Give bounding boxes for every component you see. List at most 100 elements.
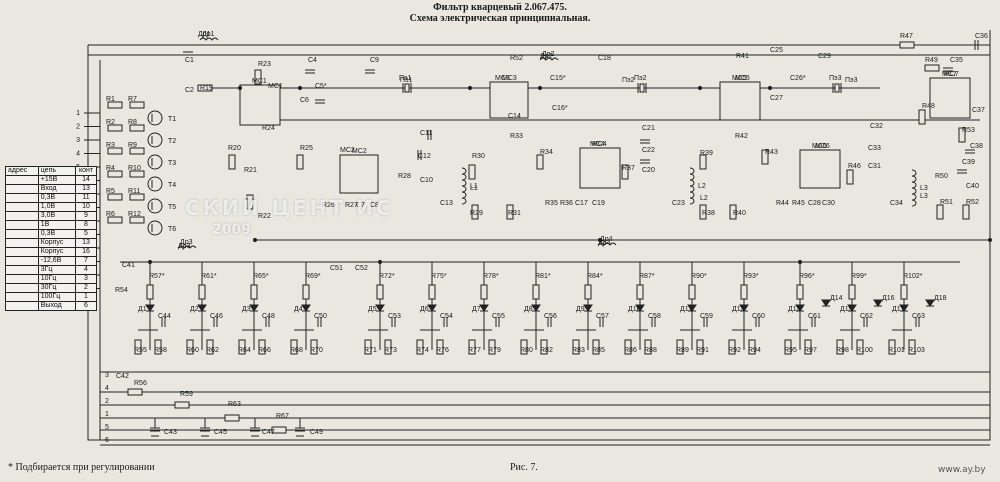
component-label: МС7 xyxy=(944,71,959,78)
resistor-label: R82 xyxy=(540,347,553,354)
resistor-label: R100 xyxy=(856,347,873,354)
resistor xyxy=(296,154,304,170)
diode-symbol xyxy=(821,299,831,307)
capacitor-label: C55 xyxy=(492,313,505,320)
connector-pin-number: 3 xyxy=(76,137,80,144)
pin-table-contact: 8 xyxy=(75,220,97,230)
pin-table-address xyxy=(5,256,39,266)
resistor xyxy=(129,216,145,224)
chip-label: МС2 xyxy=(352,148,367,155)
site-watermark: www.ay.by xyxy=(938,465,986,475)
transistor-body xyxy=(147,110,163,126)
quartz-label: Пэ3 xyxy=(829,75,842,82)
resistor-label: R57* xyxy=(149,273,165,280)
capacitor-label: C53 xyxy=(388,313,401,320)
resistor xyxy=(804,339,812,355)
component-label: C49 xyxy=(310,429,323,436)
transistor-body xyxy=(147,154,163,170)
component-label: R40 xyxy=(733,210,746,217)
pin-table-header-address: адрес xyxy=(5,166,39,176)
resistor xyxy=(584,284,592,300)
resistor xyxy=(676,339,684,355)
component-label: Др4 xyxy=(598,240,611,247)
diode-label: Д7 xyxy=(472,306,481,313)
transistor-body xyxy=(147,176,163,192)
resistor xyxy=(728,339,736,355)
resistor xyxy=(302,284,310,300)
resistor xyxy=(740,284,748,300)
pin-table-circuit: Вход xyxy=(37,184,77,194)
pin-table-contact: 5 xyxy=(75,229,97,239)
pin-table-contact: 3 xyxy=(75,274,97,284)
resistor-label: R4 xyxy=(106,165,115,172)
resistor xyxy=(644,339,652,355)
resistor xyxy=(784,339,792,355)
component-label: R33 xyxy=(510,133,523,140)
component-label: R22 xyxy=(258,213,271,220)
junction-dot xyxy=(147,259,153,265)
capacitor-label: C46 xyxy=(210,313,223,320)
transistor-body xyxy=(147,132,163,148)
component-label: R52 xyxy=(966,199,979,206)
resistor-label: R77 xyxy=(468,347,481,354)
resistor-label: R69* xyxy=(305,273,321,280)
component-label: C42 xyxy=(116,373,129,380)
resistor xyxy=(592,339,600,355)
resistor xyxy=(918,109,926,125)
resistor-label: R92 xyxy=(728,347,741,354)
pin-table-circuit: 1,0В xyxy=(37,202,77,212)
diode-symbol xyxy=(687,304,697,312)
component-label: С1 xyxy=(185,57,194,64)
pin-table-circuit: 100Гц xyxy=(37,292,77,302)
component-label: МС5 xyxy=(735,75,750,82)
diode-label: Д8 xyxy=(524,306,533,313)
quartz-label: Пэ1 xyxy=(399,75,412,82)
resistor xyxy=(224,414,240,422)
resistor xyxy=(761,149,769,165)
component-label: R23 xyxy=(258,61,271,68)
capacitor-label: C56 xyxy=(544,313,557,320)
resistor-label: R7 xyxy=(128,96,137,103)
resistor xyxy=(699,154,707,170)
pin-table-circuit: 10Гц xyxy=(37,274,77,284)
pin-table-address xyxy=(5,184,39,194)
component-label: C45 xyxy=(214,429,227,436)
resistor-label: R8 xyxy=(128,119,137,126)
resistor-label: R86 xyxy=(624,347,637,354)
component-label: C52 xyxy=(355,265,368,272)
component-label: С5* xyxy=(315,83,327,90)
connector-pin-number: 2 xyxy=(76,124,80,131)
transistor-label: Т4 xyxy=(168,182,176,189)
resistor-label: R103 xyxy=(908,347,925,354)
transistor-label: Т1 xyxy=(168,116,176,123)
component-label: C39 xyxy=(962,159,975,166)
component-label: R43 xyxy=(765,149,778,156)
choke-label: Др3 xyxy=(180,239,193,246)
resistor xyxy=(146,284,154,300)
resistor xyxy=(468,164,476,180)
chip-label: МС6 xyxy=(812,143,827,150)
resistor xyxy=(197,84,213,92)
component-label: С27 xyxy=(770,95,783,102)
transistor-body xyxy=(147,198,163,214)
bus-number: 3 xyxy=(105,372,109,379)
component-label: R45 xyxy=(792,200,805,207)
component-label: L2 xyxy=(700,195,708,202)
resistor xyxy=(127,388,143,396)
component-label: Пэ1 xyxy=(400,77,413,84)
resistor xyxy=(924,64,940,72)
component-label: C43 xyxy=(164,429,177,436)
junction-dot xyxy=(252,237,258,243)
diode-label: Д6 xyxy=(420,306,429,313)
resistor-label: R101 xyxy=(888,347,905,354)
resistor xyxy=(428,284,436,300)
inductor-label: L3 xyxy=(920,185,928,192)
component-label: R56 xyxy=(134,380,147,387)
resistor-label: R74 xyxy=(416,347,429,354)
component-label: С16* xyxy=(552,105,568,112)
diode-symbol xyxy=(479,304,489,312)
